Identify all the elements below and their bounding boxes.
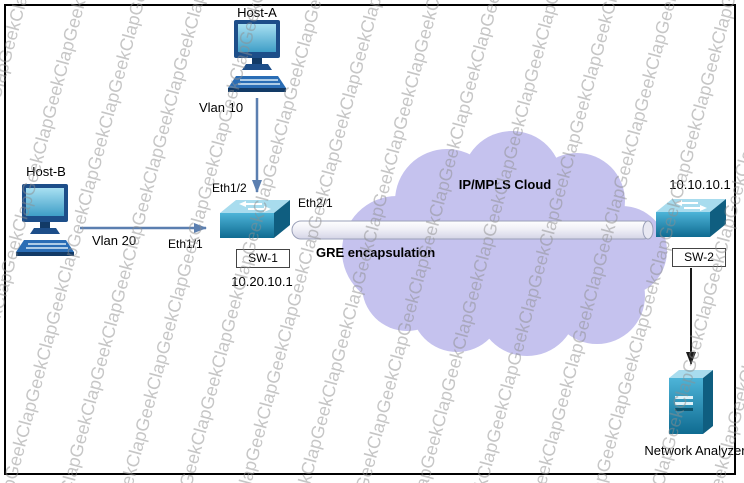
diagram-border bbox=[4, 4, 736, 475]
host-a-computer-icon bbox=[228, 20, 286, 92]
ip-mpls-cloud bbox=[342, 131, 667, 356]
ip-mpls-cloud-label: IP/MPLS Cloud bbox=[458, 177, 552, 192]
sw1-name-box: SW-1 bbox=[236, 249, 290, 268]
vlan10-label: Vlan 10 bbox=[198, 100, 244, 115]
host-a-label: Host-A bbox=[237, 5, 277, 20]
host-b-label: Host-B bbox=[26, 164, 66, 179]
gre-tunnel-end-cap bbox=[642, 220, 654, 240]
network-analyzer-server-icon bbox=[669, 370, 713, 434]
port-eth1-2-label: Eth1/2 bbox=[212, 181, 247, 195]
vlan20-label: Vlan 20 bbox=[91, 233, 137, 248]
gre-encapsulation-label: GRE encapsulation bbox=[316, 245, 436, 260]
sw2-ip-label: 10.10.10.1 bbox=[669, 177, 731, 192]
port-eth2-1-label: Eth2/1 bbox=[298, 196, 333, 210]
sw1-ip-label: 10.20.10.1 bbox=[231, 274, 293, 289]
port-eth1-1-label: Eth1/1 bbox=[168, 237, 203, 251]
host-b-computer-icon bbox=[16, 184, 74, 256]
sw2-switch-icon bbox=[656, 199, 726, 237]
gre-tunnel-pipe bbox=[291, 220, 653, 240]
network-analyzer-label: Network Analyzer bbox=[644, 443, 744, 458]
sw2-name-box: SW-2 bbox=[672, 248, 726, 267]
sw1-switch-icon bbox=[220, 200, 290, 238]
cloud-shape bbox=[342, 131, 667, 356]
